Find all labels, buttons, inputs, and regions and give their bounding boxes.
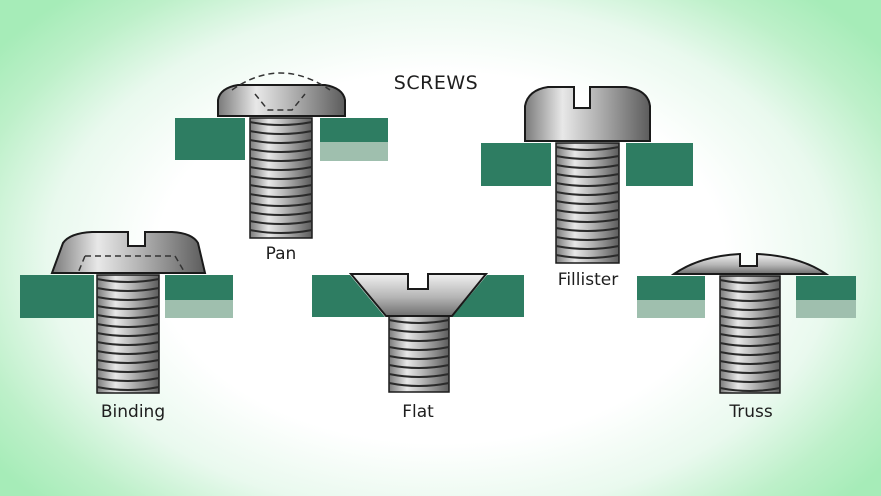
truss-thread bbox=[719, 275, 781, 394]
truss-screw-illustration bbox=[637, 252, 856, 394]
pan-screw-illustration bbox=[175, 72, 388, 239]
truss-head bbox=[670, 252, 830, 275]
pan-thread bbox=[249, 117, 313, 239]
fillister-plate-right bbox=[626, 143, 693, 186]
truss-label: Truss bbox=[729, 402, 773, 422]
flat-plate-right bbox=[452, 275, 524, 317]
binding-plate-left bbox=[20, 275, 94, 318]
fillister-thread bbox=[555, 142, 620, 264]
pan-plate-left bbox=[175, 118, 245, 160]
binding-recess-outline bbox=[77, 255, 186, 274]
fillister-head bbox=[524, 86, 651, 142]
binding-plate-right-bottom bbox=[165, 300, 233, 318]
fillister-screw-illustration bbox=[481, 86, 693, 264]
flat-label: Flat bbox=[402, 402, 434, 422]
pan-label: Pan bbox=[265, 244, 297, 264]
binding-label: Binding bbox=[100, 402, 166, 422]
binding-plate-right-top bbox=[165, 275, 233, 300]
truss-plate-left-top bbox=[637, 276, 705, 300]
pan-recess-outline bbox=[231, 72, 331, 111]
pan-plate-right-top bbox=[320, 118, 388, 142]
flat-head bbox=[348, 273, 489, 317]
diagram-title: SCREWS bbox=[393, 72, 479, 94]
truss-plate-right-bottom bbox=[796, 300, 856, 318]
truss-plate-left-bottom bbox=[637, 300, 705, 318]
flat-plate-left bbox=[312, 275, 385, 317]
binding-thread bbox=[96, 274, 160, 394]
pan-head bbox=[217, 84, 346, 117]
pan-plate-right-bottom bbox=[320, 142, 388, 161]
truss-plate-right-top bbox=[796, 276, 856, 300]
fillister-label: Fillister bbox=[557, 270, 619, 290]
flat-thread bbox=[388, 315, 450, 393]
binding-screw-illustration bbox=[20, 231, 233, 394]
binding-head bbox=[50, 231, 207, 274]
flat-screw-illustration bbox=[312, 273, 524, 393]
fillister-plate-left bbox=[481, 143, 551, 186]
